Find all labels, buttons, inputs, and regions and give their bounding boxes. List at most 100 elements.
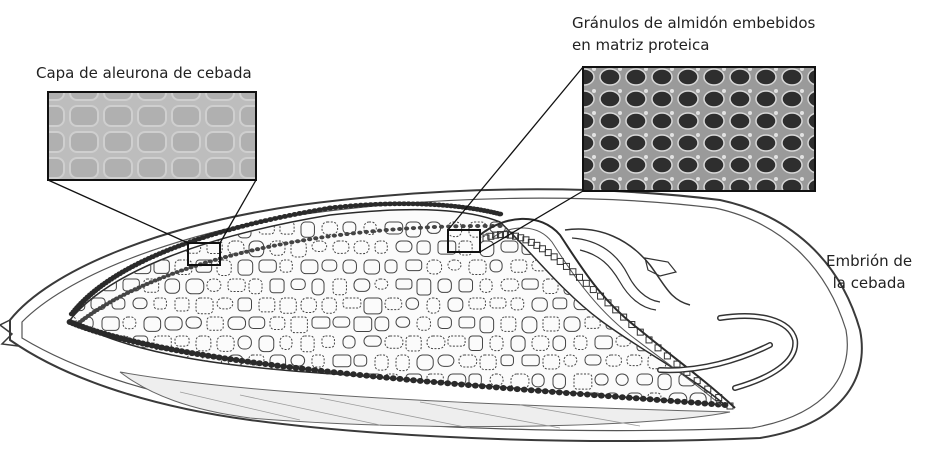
aleurone-cell	[424, 378, 431, 384]
aleurone-cell	[688, 399, 695, 405]
starch-cell	[112, 222, 128, 234]
aleurone-cell	[184, 267, 189, 271]
aleurone-cell	[695, 400, 702, 406]
aleurone-cell	[647, 396, 654, 402]
starch-cell	[81, 241, 96, 253]
aleurone-cell	[417, 378, 424, 384]
aleurone-cell	[239, 251, 244, 255]
aleurone-cell	[208, 259, 213, 263]
aleurone-cell	[343, 371, 350, 377]
aleurone-cell	[370, 373, 377, 379]
aleurone-cell	[319, 235, 324, 239]
aleurone-cell	[493, 384, 500, 390]
aleurone-cell	[174, 270, 179, 274]
aleurone-cell	[293, 365, 300, 371]
aleurone-cell	[266, 245, 271, 249]
aleurone-cell	[453, 224, 458, 228]
aleurone-cell	[363, 373, 370, 379]
aleurone-cell	[444, 380, 451, 386]
aleurone-cell	[324, 369, 331, 375]
starch-cell	[133, 222, 149, 232]
aleurone-cell	[451, 381, 458, 387]
aleurone-cell	[249, 248, 254, 252]
label-starch-line-2: en matriz proteica	[572, 34, 815, 56]
starch-micrograph	[583, 67, 815, 191]
aleurone-cell	[283, 241, 288, 245]
aleurone-cell	[351, 231, 356, 235]
starch-cell	[91, 222, 106, 235]
aleurone-cell	[549, 389, 556, 395]
aleurone-cell	[390, 227, 395, 231]
aleurone-cell	[272, 244, 277, 248]
aleurone-cell	[357, 231, 362, 235]
aleurone-cell	[286, 364, 293, 370]
label-aleurone-layer: Capa de aleurona de cebada	[36, 62, 252, 84]
aleurone-cell	[535, 388, 542, 394]
label-starch-line-1: Gránulos de almidón embebidos	[572, 12, 815, 34]
aleurone-cell	[410, 377, 417, 383]
aleurone-cell	[364, 230, 369, 234]
aleurone-cell	[404, 227, 409, 231]
aleurone-cell	[318, 368, 325, 374]
aleurone-cell	[233, 357, 240, 363]
aleurone-cell	[390, 375, 397, 381]
aleurone-cell	[577, 391, 584, 397]
aleurone-cell	[472, 383, 479, 389]
aleurone-cell	[350, 371, 357, 377]
aleurone-cell	[223, 255, 228, 259]
starch-cell	[60, 241, 76, 252]
aleurone-cell	[500, 385, 507, 391]
aleurone-cell	[228, 254, 233, 258]
aleurone-cell	[482, 224, 487, 228]
label-starch-granules: Gránulos de almidón embebidos en matriz …	[572, 12, 815, 56]
aleurone-cell	[301, 238, 306, 242]
aleurone-cell	[570, 390, 577, 396]
aleurone-cell	[213, 258, 218, 262]
aleurone-cell	[170, 272, 175, 276]
aleurone-cell	[332, 234, 337, 238]
aleurone-cell	[521, 387, 528, 393]
aleurone-cell	[431, 379, 438, 385]
aleurone-cell	[507, 386, 514, 392]
aleurone-cell	[660, 397, 667, 403]
aleurone-cell	[233, 252, 238, 256]
aleurone-cell	[370, 229, 375, 233]
aleurone-cell	[640, 396, 647, 402]
aleurone-cell	[432, 225, 437, 229]
aleurone-cell	[626, 395, 633, 401]
starch-cell	[81, 393, 96, 405]
aleurone-cell	[619, 394, 626, 400]
aleurone-cell	[261, 246, 266, 250]
aleurone-cell	[256, 360, 263, 366]
aleurone-cell	[654, 397, 661, 403]
aleurone-cell	[403, 377, 410, 383]
aleurone-cell	[475, 224, 480, 228]
aleurone-cell	[305, 366, 312, 372]
aleurone-cell	[357, 372, 364, 378]
aleurone-cell	[633, 395, 640, 401]
aleurone-cell	[278, 242, 283, 246]
aleurone-cell	[418, 226, 423, 230]
aleurone-cell	[708, 401, 715, 407]
aleurone-cell	[250, 359, 257, 365]
label-embryo-line-1: Embrión de	[826, 250, 912, 272]
aleurone-cell	[344, 232, 349, 236]
aleurone-cell	[591, 392, 598, 398]
aleurone-cell	[244, 359, 251, 365]
aleurone-cell	[299, 366, 306, 372]
aleurone-cell	[674, 398, 681, 404]
aleurone-cell	[244, 250, 249, 254]
aleurone-cell	[377, 229, 382, 233]
aleurone-cell	[556, 389, 563, 395]
aleurone-cell	[528, 387, 535, 393]
aleurone-cell	[307, 237, 312, 241]
starch-cell	[102, 393, 114, 403]
aleurone-cell	[439, 225, 444, 229]
aleurone-cell	[542, 388, 549, 394]
starch-cell	[70, 222, 85, 235]
aleurone-cell	[411, 226, 416, 230]
aleurone-cell	[239, 358, 246, 364]
aleurone-cell	[465, 382, 472, 388]
aleurone-cell	[262, 361, 269, 367]
label-embryo: Embrión de la cebada	[826, 250, 912, 294]
